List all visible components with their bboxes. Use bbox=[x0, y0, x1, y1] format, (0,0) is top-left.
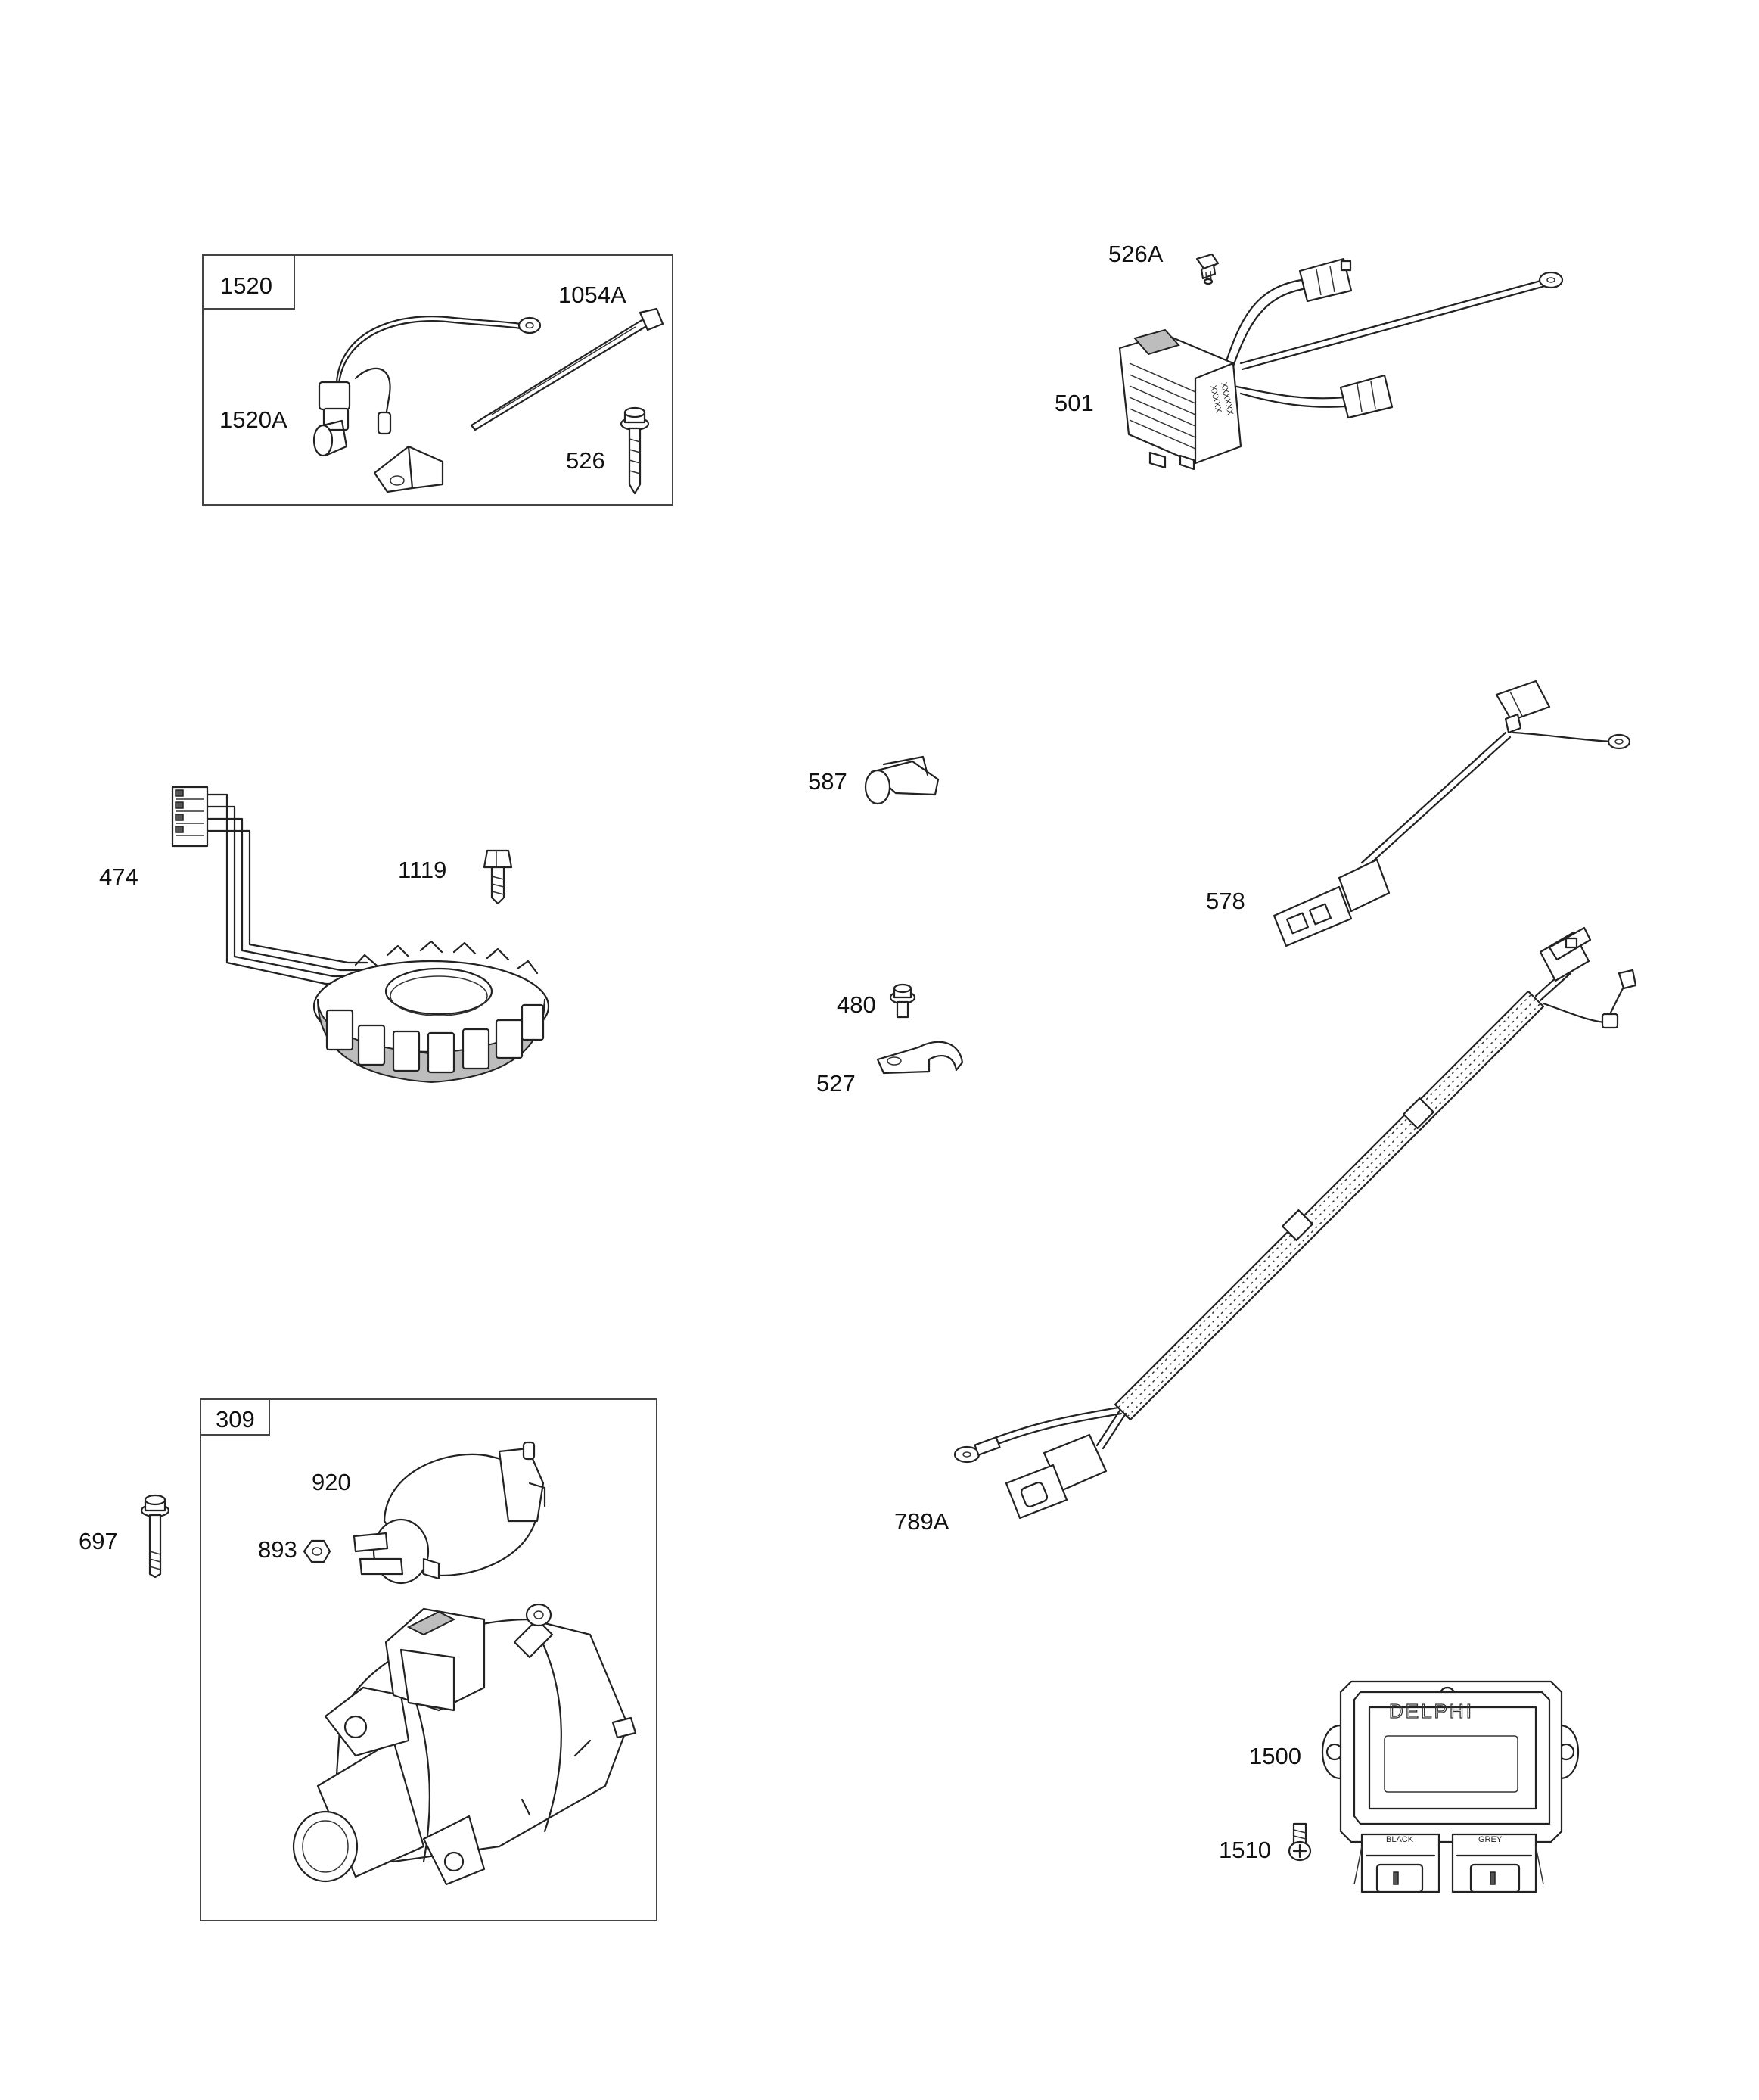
nut-893-icon bbox=[303, 1539, 331, 1563]
label-789A: 789A bbox=[894, 1508, 949, 1535]
bolt-697-icon bbox=[140, 1494, 170, 1579]
label-587: 587 bbox=[808, 768, 847, 795]
ground-bracket-icon bbox=[373, 445, 444, 493]
wire-clip-587-icon bbox=[864, 755, 940, 805]
kit-309-frame bbox=[200, 1398, 657, 1921]
module-brand-text: DELPHI bbox=[1389, 1700, 1474, 1722]
label-480: 480 bbox=[837, 991, 876, 1018]
label-697: 697 bbox=[79, 1528, 118, 1554]
wire-harness-789A-icon bbox=[953, 926, 1637, 1520]
label-920: 920 bbox=[312, 1469, 351, 1495]
kit-1520-frame bbox=[202, 254, 673, 506]
harness-789A-group: 789A bbox=[894, 926, 1637, 1535]
bolt-1119-icon bbox=[483, 849, 513, 905]
clamp-527-icon bbox=[876, 1041, 964, 1075]
connector-black-label: BLACK bbox=[1386, 1835, 1414, 1844]
starter-motor-icon bbox=[292, 1603, 637, 1886]
cable-tie-icon bbox=[470, 307, 664, 431]
label-578: 578 bbox=[1206, 888, 1245, 914]
voltage-regulator-icon: XXXXX XXXXXX bbox=[1118, 257, 1564, 471]
label-527: 527 bbox=[816, 1070, 856, 1097]
kit-309-label-box bbox=[200, 1398, 270, 1436]
label-893: 893 bbox=[258, 1536, 297, 1563]
label-1500: 1500 bbox=[1249, 1743, 1301, 1769]
kit-1520-group: 1520 1520A 1054A bbox=[202, 254, 673, 506]
label-1510: 1510 bbox=[1219, 1837, 1271, 1863]
screw-1510-icon bbox=[1288, 1822, 1312, 1862]
engine-control-module-icon: DELPHI BLACK GREY bbox=[1321, 1680, 1580, 1893]
stator-474-group: 474 bbox=[99, 786, 550, 1084]
label-526: 526 bbox=[566, 447, 605, 474]
label-526A: 526A bbox=[1108, 241, 1164, 267]
kit-309-group: 309 920 893 bbox=[79, 1398, 657, 1921]
ground-lead-icon bbox=[312, 316, 542, 457]
wire-harness-578-icon bbox=[1273, 680, 1631, 947]
label-1520: 1520 bbox=[220, 272, 272, 299]
regulator-501-group: 526A 501 bbox=[1055, 241, 1564, 471]
label-1520A: 1520A bbox=[219, 406, 287, 433]
label-309: 309 bbox=[216, 1406, 255, 1433]
screw-526A-icon bbox=[1195, 253, 1220, 285]
screw-480-icon bbox=[889, 983, 916, 1019]
kit-1520-label-box bbox=[202, 254, 295, 310]
connector-grey-label: GREY bbox=[1478, 1835, 1503, 1844]
ecu-1500-group: 1500 DELPHI BLACK GREY 1510 bbox=[1219, 1680, 1580, 1893]
screw-526-icon bbox=[620, 406, 650, 495]
label-474: 474 bbox=[99, 863, 138, 890]
label-1119: 1119 bbox=[398, 857, 446, 883]
harness-578-group: 578 bbox=[1206, 680, 1631, 947]
label-501: 501 bbox=[1055, 390, 1094, 416]
stator-coil-icon bbox=[171, 786, 550, 1084]
starter-solenoid-icon bbox=[353, 1441, 546, 1585]
label-1054A: 1054A bbox=[558, 282, 626, 308]
